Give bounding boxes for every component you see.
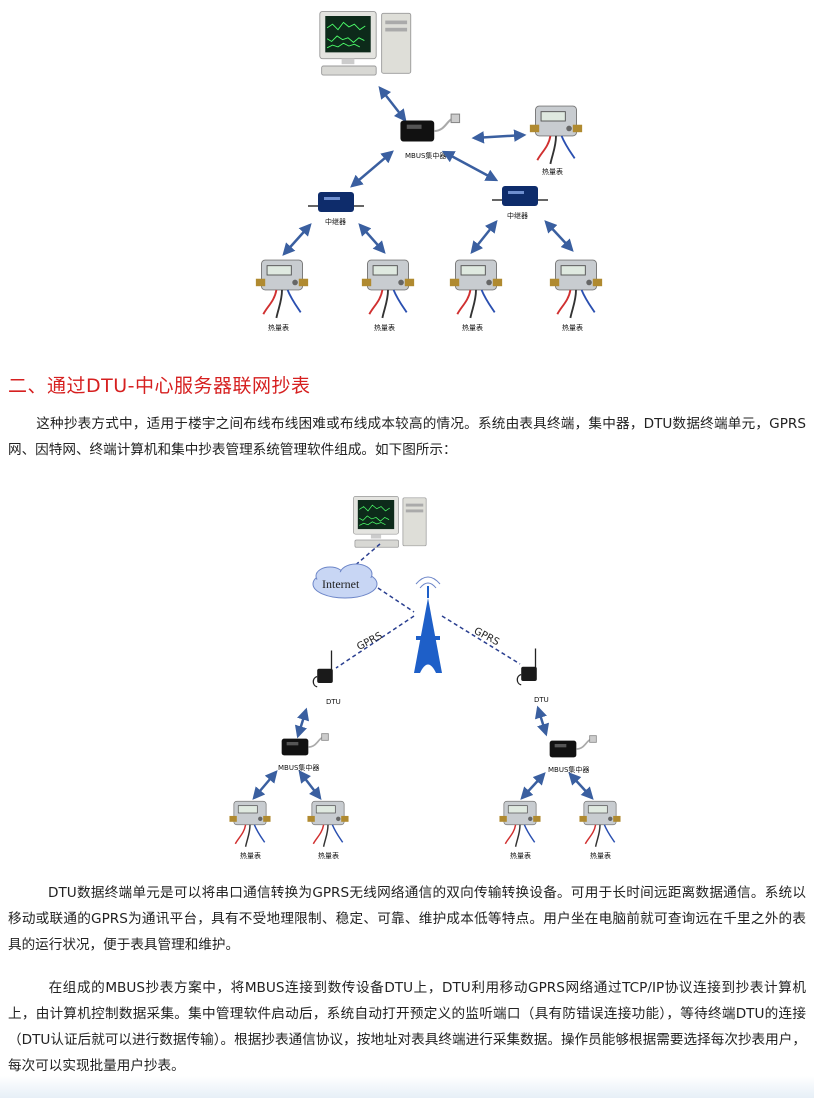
mbus-concentrator-label: MBUS集中器	[278, 763, 319, 772]
gprs-label: GPRS	[355, 630, 384, 652]
heat-meter-label: 热量表	[268, 323, 289, 332]
link-arrow	[544, 220, 574, 252]
link-arrow	[252, 770, 278, 800]
heat-meter-label: 热量表	[510, 851, 531, 860]
link-arrow	[298, 770, 322, 800]
heat-meter-label: 热量表	[590, 851, 611, 860]
repeater-icon	[307, 191, 365, 213]
mbus-concentrator-icon	[399, 113, 461, 143]
dtu-icon	[312, 649, 334, 688]
footer-wave-decoration	[0, 1076, 814, 1098]
dtu-icon	[516, 647, 538, 686]
heat-meter-label: 热量表	[374, 323, 395, 332]
dtu-label: DTU	[534, 696, 549, 704]
intro-paragraph: 这种抄表方式中，适用于楼宇之间布线布线困难或布线成本较高的情况。系统由表具终端，…	[8, 411, 806, 463]
mbus-network-diagram: MBUS集中器 热量表 中继器 中继器 热量表 热量表 热量表 热量表	[254, 10, 604, 332]
mbus-concentrator-label: MBUS集中器	[405, 151, 446, 160]
mbus-concentrator-icon	[280, 732, 330, 757]
heat-meter-label: 热量表	[562, 323, 583, 332]
heat-meter-icon	[228, 800, 272, 848]
mbus-concentrator-label: MBUS集中器	[548, 765, 589, 774]
dtu-description-text: DTU数据终端单元是可以将串口通信转换为GPRS无线网络通信的双向传输转换设备。…	[8, 885, 806, 953]
link-arrow	[534, 705, 550, 737]
link-arrow	[294, 707, 310, 739]
dtu-description-paragraph: DTU数据终端单元是可以将串口通信转换为GPRS无线网络通信的双向传输转换设备。…	[8, 880, 806, 958]
gprs-label: GPRS	[472, 626, 501, 648]
heat-meter-icon	[448, 259, 504, 319]
heat-meter-icon	[254, 259, 310, 319]
dtu-network-diagram: Internet GPRS GPRS DTU DTU MBUS集中器 MBUS集…	[228, 495, 622, 860]
link-arrow	[441, 150, 499, 182]
mbus-scheme-text: 在组成的MBUS抄表方案中，将MBUS连接到数传设备DTU上，DTU利用移动GP…	[8, 980, 806, 1074]
repeater-icon	[491, 185, 549, 207]
heat-meter-icon	[498, 800, 542, 848]
link-arrow	[520, 772, 546, 800]
cell-tower-icon	[414, 576, 442, 673]
repeater-label: 中继器	[507, 211, 528, 220]
section-heading: 二、通过DTU-中心服务器联网抄表	[8, 375, 311, 397]
heat-meter-icon	[360, 259, 416, 319]
heat-meter-icon	[528, 105, 584, 165]
link-arrow	[350, 150, 394, 188]
link-arrow	[568, 772, 594, 800]
internet-cloud-icon	[312, 563, 378, 599]
intro-text: 这种抄表方式中，适用于楼宇之间布线布线困难或布线成本较高的情况。系统由表具终端，…	[8, 416, 806, 458]
dashed-link	[335, 615, 415, 669]
link-arrow	[470, 220, 498, 254]
link-arrow	[378, 86, 407, 122]
heat-meter-icon	[578, 800, 622, 848]
mbus-concentrator-icon	[548, 734, 598, 759]
computer-icon	[353, 495, 427, 548]
heat-meter-icon	[548, 259, 604, 319]
link-arrow	[282, 223, 312, 256]
heat-meter-label: 热量表	[542, 167, 563, 176]
repeater-label: 中继器	[325, 217, 346, 226]
internet-label: Internet	[322, 577, 360, 591]
heat-meter-label: 热量表	[240, 851, 261, 860]
link-arrow	[358, 223, 386, 254]
heat-meter-icon	[306, 800, 350, 848]
link-arrow	[471, 129, 527, 144]
computer-icon	[319, 10, 412, 76]
dashed-link	[377, 587, 415, 613]
heat-meter-label: 热量表	[318, 851, 339, 860]
dashed-link	[441, 615, 521, 665]
heat-meter-label: 热量表	[462, 323, 483, 332]
dtu-label: DTU	[326, 698, 341, 706]
mbus-scheme-paragraph: 在组成的MBUS抄表方案中，将MBUS连接到数传设备DTU上，DTU利用移动GP…	[8, 975, 806, 1079]
